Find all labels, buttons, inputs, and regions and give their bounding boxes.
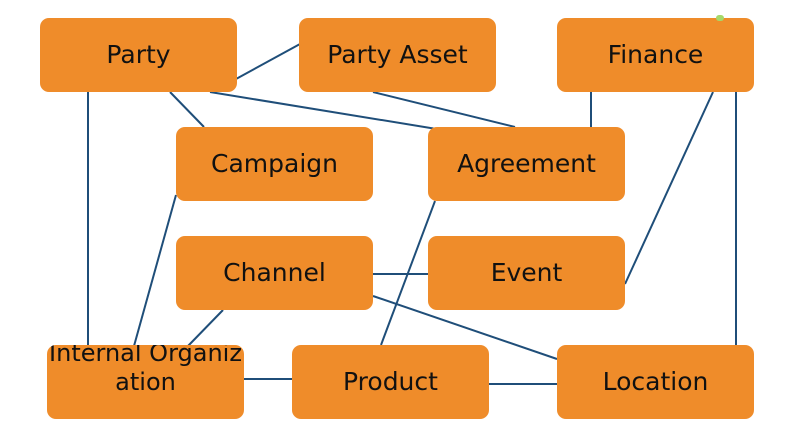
watermark-mark [716,15,724,21]
node-party-asset: Party Asset [299,18,496,92]
edge-party-party-asset [235,43,301,80]
node-event: Event [428,236,625,310]
edge-channel-location [372,295,558,360]
edge-party-asset-agreement [372,91,516,128]
node-finance: Finance [557,18,754,92]
node-campaign: Campaign [176,127,373,201]
edge-campaign-internal-organization [133,194,177,347]
edge-channel-internal-organization [187,309,224,347]
node-channel: Channel [176,236,373,310]
edge-party-campaign [169,91,205,128]
node-location: Location [557,345,754,419]
node-internal-organization: Internal Organization [47,345,244,419]
watermark-logo: ​ [716,15,727,21]
edge-party-agreement [209,91,456,133]
edge-finance-event [624,91,714,285]
node-party: Party [40,18,237,92]
node-agreement: Agreement [428,127,625,201]
node-internal-organization-label: Internal Organization [49,345,242,396]
node-product: Product [292,345,489,419]
